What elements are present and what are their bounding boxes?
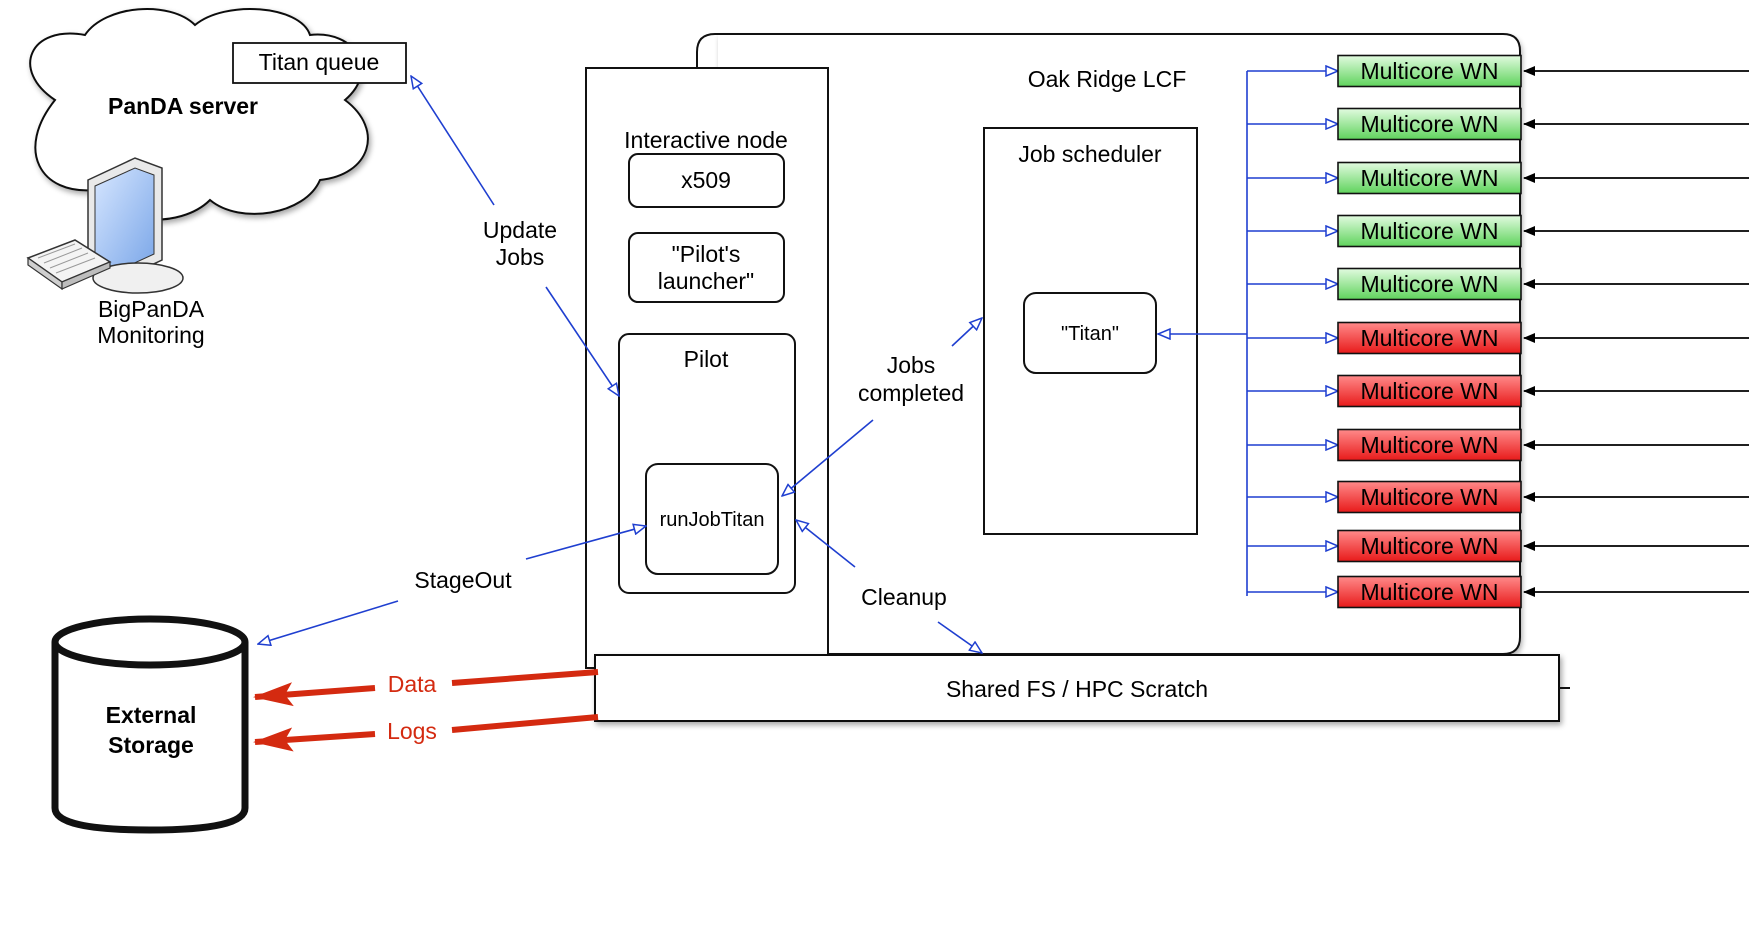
data-arrow-tail [451, 669, 599, 686]
oak-ridge-title: Oak Ridge LCF [1028, 66, 1187, 92]
logs-label: Logs [387, 718, 437, 744]
worker-node-red [1337, 480, 1522, 514]
worker-node-green [1337, 107, 1522, 141]
monitoring-label-line1: BigPanDA [98, 296, 205, 322]
cleanup-arrow-to-runjob [796, 520, 856, 568]
worker-node-label: Multicore WN [1360, 58, 1498, 84]
oak-ridge-container [696, 33, 1521, 655]
worker-node-label: Multicore WN [1360, 579, 1498, 605]
monitoring-label-line2: Monitoring [97, 322, 204, 348]
stageout-arrow-to-storage [258, 600, 399, 644]
pilot-label: Pilot [684, 346, 729, 372]
jobs-completed-arrow-to-scheduler [951, 318, 982, 347]
update-jobs-line1: Update [483, 217, 557, 243]
computer-icon [26, 157, 184, 294]
titan-box [1023, 292, 1157, 374]
logs-arrow-head [253, 727, 376, 752]
update-jobs-line2: Jobs [496, 244, 545, 270]
worker-node-red [1337, 321, 1522, 355]
worker-nodes: Multicore WN Multicore WN Multicore WN Mult… [1247, 54, 1749, 609]
worker-node-label: Multicore WN [1360, 218, 1498, 244]
update-jobs-arrow-to-queue [411, 76, 495, 206]
stageout-arrow-to-runjob [525, 526, 646, 560]
storage-label-line1: External [106, 702, 197, 728]
worker-node-label: Multicore WN [1360, 378, 1498, 404]
jobs-completed-line2: completed [858, 380, 964, 406]
worker-node-green [1337, 267, 1522, 301]
worker-node-label: Multicore WN [1360, 111, 1498, 137]
worker-node-red [1337, 529, 1522, 563]
worker-node-green [1337, 161, 1522, 195]
titan-queue-box [232, 42, 407, 84]
external-storage-cylinder [51, 615, 249, 834]
worker-node-green [1337, 214, 1522, 248]
interactive-node-title: Interactive node [624, 127, 788, 153]
titan-queue-label: Titan queue [259, 49, 380, 75]
worker-node-label: Multicore WN [1360, 484, 1498, 510]
pilot-launcher-box [628, 232, 785, 303]
worker-node-label: Multicore WN [1360, 533, 1498, 559]
pilot-launcher-line1: "Pilot's [672, 241, 741, 267]
job-scheduler-title: Job scheduler [1018, 141, 1162, 167]
stageout-label: StageOut [414, 567, 512, 593]
runjobtitan-box [645, 463, 779, 575]
jobs-completed-arrow-to-runjob [782, 419, 874, 496]
data-arrow-head [253, 682, 376, 707]
worker-node-label: Multicore WN [1360, 271, 1498, 297]
x509-label: x509 [681, 167, 731, 193]
x509-box [628, 153, 785, 208]
worker-node-red [1337, 575, 1522, 609]
worker-node-label: Multicore WN [1360, 432, 1498, 458]
pilot-launcher-line2: launcher" [658, 268, 754, 294]
cleanup-label: Cleanup [861, 584, 947, 610]
worker-node-green [1337, 54, 1522, 88]
titan-label: "Titan" [1061, 323, 1119, 345]
worker-node-label: Multicore WN [1360, 165, 1498, 191]
shared-fs-box [594, 654, 1560, 722]
data-label: Data [388, 671, 437, 697]
worker-node-label: Multicore WN [1360, 325, 1498, 351]
storage-label-line2: Storage [108, 732, 194, 758]
runjobtitan-label: runJobTitan [660, 509, 765, 531]
logs-arrow-tail [451, 714, 599, 733]
shared-fs-label: Shared FS / HPC Scratch [946, 676, 1208, 702]
panda-server-label: PanDA server [108, 93, 258, 119]
update-jobs-arrow-to-pilot [545, 286, 619, 396]
worker-node-red [1337, 428, 1522, 462]
worker-node-red [1337, 374, 1522, 408]
jobs-completed-line1: Jobs [887, 352, 936, 378]
cleanup-arrow-to-sharedfs [937, 621, 982, 653]
